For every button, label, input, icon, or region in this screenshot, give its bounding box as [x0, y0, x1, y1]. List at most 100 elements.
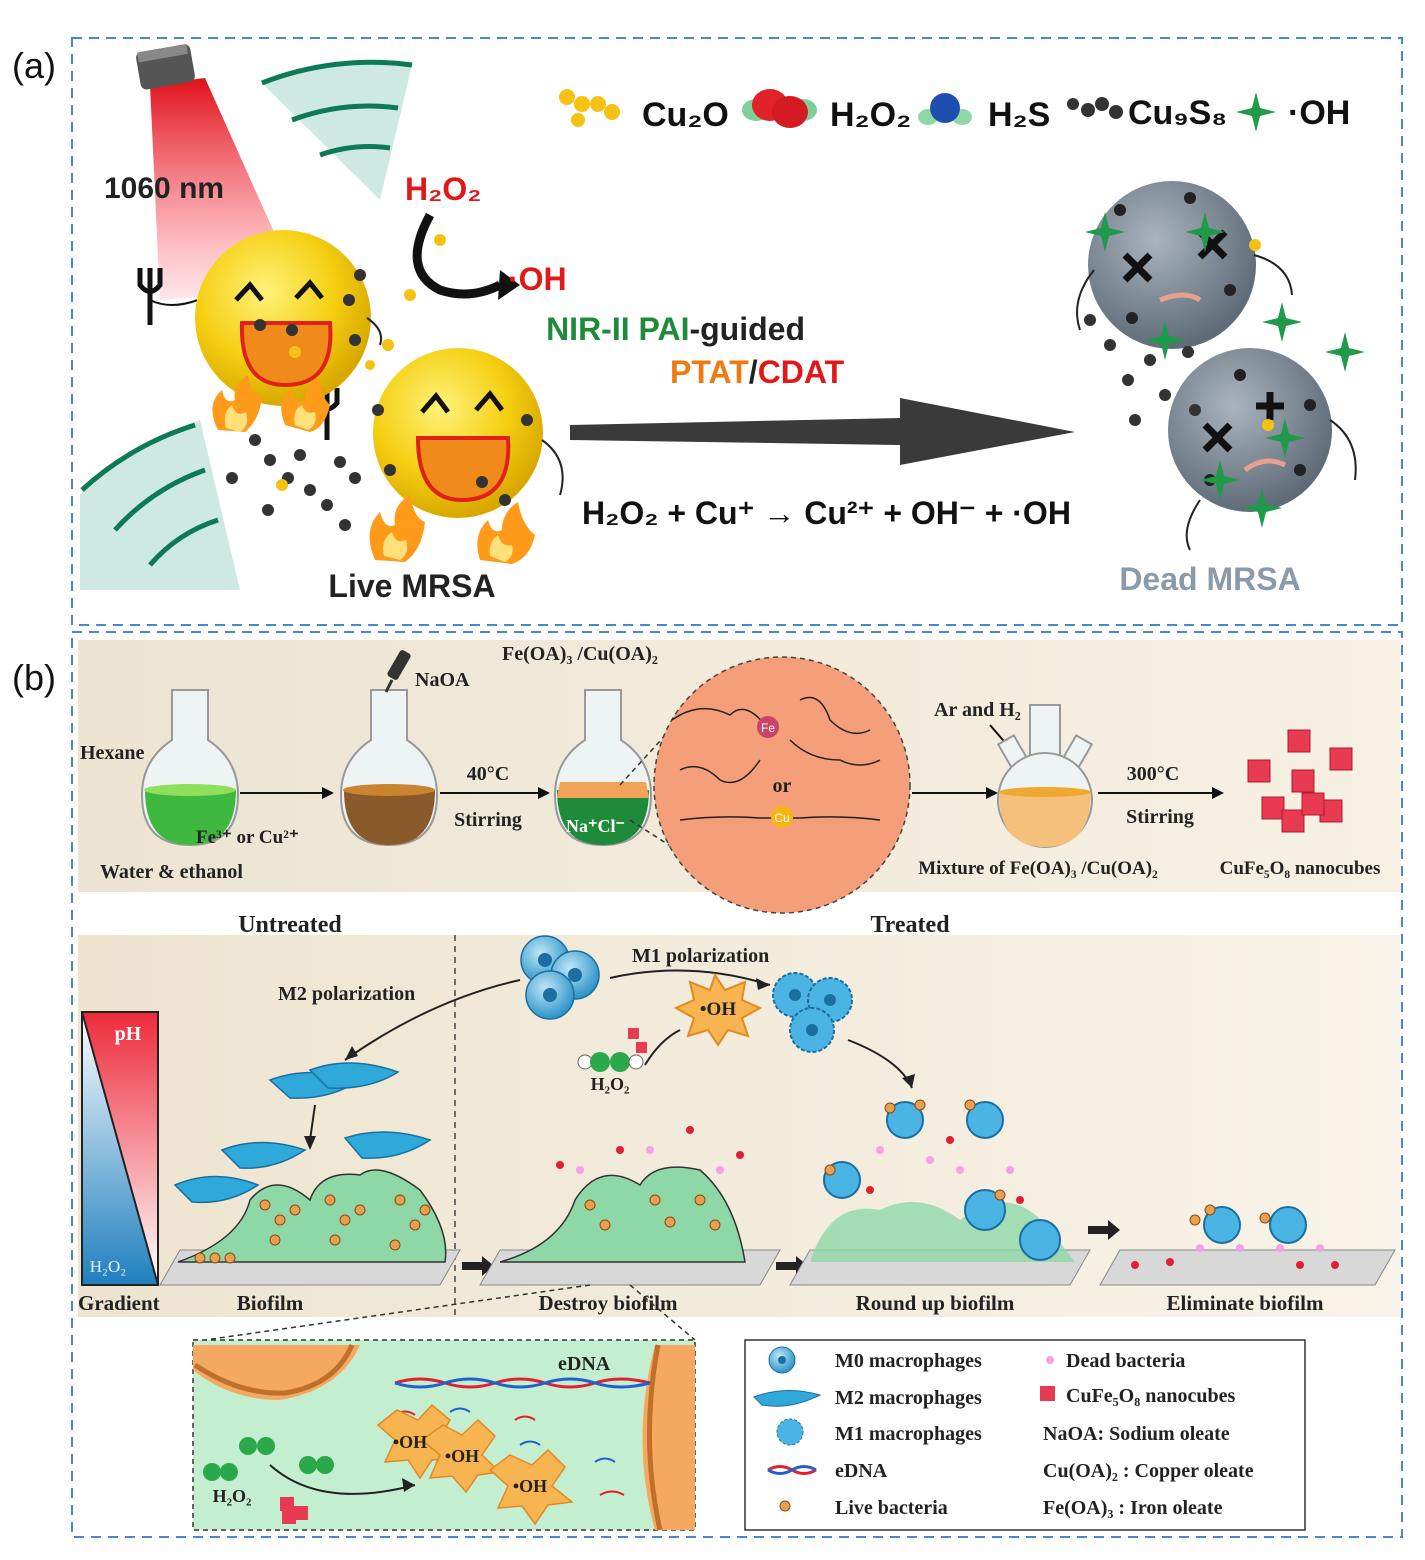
dead-mrsa-bacterium-2 [1168, 348, 1357, 551]
legend-cuoa: Cu(OA)₂ : Copper oleate [1043, 1460, 1254, 1482]
legend-feoa: Fe(OA)₃ : Iron oleate [1043, 1497, 1223, 1519]
m2-macrophages [173, 1062, 432, 1204]
legend-cu2o: Cu₂O [642, 96, 729, 134]
flask-2 [339, 689, 439, 847]
cu2o-icon [559, 89, 620, 127]
h2o2-molecule-icon [577, 1052, 644, 1072]
oh-star-icon [1236, 92, 1276, 132]
fe-cu-oa-label: Fe(OA)₃ /Cu(OA)₂ [502, 643, 658, 665]
hexane-label: Hexane [80, 742, 145, 764]
gradient-label: Gradient [78, 1291, 160, 1315]
edna-inset [192, 1339, 696, 1531]
h2s-icon [918, 93, 972, 125]
live-bacteria-icon [779, 1500, 791, 1512]
guide-slash: / [749, 354, 758, 390]
inset-oh-2: •OH [445, 1446, 479, 1466]
nanocubes-label: CuFe₅O₈ nanocubes [1220, 858, 1381, 879]
destroy-biofilm-label: Destroy biofilm [538, 1291, 678, 1315]
dead-bacteria-icon [1046, 1356, 1054, 1364]
biofilm-untreated [159, 1169, 461, 1286]
inset-oh-3: •OH [513, 1476, 547, 1496]
m1-arrow [609, 969, 771, 986]
m0-macrophage-cluster [520, 935, 600, 1020]
m1-polarization-label: M1 polarization [632, 945, 769, 967]
legend-cube: CuFe₅O₈ nanocubes [1066, 1385, 1235, 1407]
laser-label: 1060 nm [104, 172, 224, 205]
oleate-complex-zoom: Fe or Cu [653, 656, 911, 914]
m1-macrophage-icon [776, 1418, 804, 1446]
nanocube-icon [1040, 1386, 1055, 1401]
dead-mrsa-label: Dead MRSA [1119, 561, 1300, 597]
h2o2-icon [742, 89, 817, 128]
stirring-2: Stirring [1126, 806, 1194, 828]
treated-label: Treated [870, 912, 950, 938]
cu2o-particles [276, 234, 446, 491]
h2o2-gradient-label: H₂O₂ [90, 1257, 126, 1276]
legend-live: Live bacteria [835, 1497, 948, 1519]
dead-mrsa-bacterium-1 [1076, 181, 1293, 349]
dropper-icon [384, 650, 411, 693]
svg-text:NIR-II PAI-guided: NIR-II PAI-guided [546, 311, 805, 347]
live-mrsa-bacterium-2 [372, 348, 564, 518]
biofilm-destroy [479, 1126, 781, 1286]
cu-atom-label: Cu [774, 811, 789, 825]
biofilm-label: Biofilm [237, 1291, 304, 1315]
m2-polarization-label: M2 polarization [278, 983, 415, 1005]
h2o2-label: H₂O₂ [405, 171, 481, 207]
guide-nir-ii-pai: NIR-II PAI [546, 311, 689, 347]
photoacoustic-wave-bottom [80, 420, 240, 590]
legend-h2s: H₂S [988, 96, 1050, 134]
panel-b-legend [744, 1339, 1306, 1531]
process-arrow [570, 398, 1075, 465]
m2-arrow [344, 979, 521, 1061]
oh-burst-label: •OH [700, 999, 736, 1020]
flame-icon [212, 375, 330, 432]
nacl-label: Na⁺Cl⁻ [566, 816, 625, 836]
inset-oh-1: •OH [393, 1432, 427, 1452]
flame-icon [369, 495, 535, 564]
fe-cu-ion-label: Fe³⁺ or Cu²⁺ [196, 827, 299, 848]
ar-h2-label: Ar and H₂ [934, 699, 1021, 721]
svg-text:PTAT/CDAT: PTAT/CDAT [670, 354, 845, 390]
synthesis-scheme: Hexane Water & ethanol Fe³⁺ or Cu²⁺ NaOA… [80, 643, 1381, 914]
legend-h2o2: H₂O₂ [830, 96, 911, 134]
guide-suffix: -guided [689, 311, 805, 347]
live-mrsa-label: Live MRSA [328, 568, 495, 604]
edna-label: eDNA [558, 1353, 611, 1375]
biofilm-roundup [789, 1099, 1091, 1286]
m2-macrophage-icon [753, 1389, 822, 1407]
panel-a-legend: Cu₂O H₂O₂ H₂S Cu₉S₈ ·OH [559, 89, 1350, 134]
guide-cdat: CDAT [758, 354, 845, 390]
panel-a-label: (a) [12, 45, 56, 86]
reaction-equation: H₂O₂ + Cu⁺ → Cu²⁺ + OH⁻ + ·OH [582, 495, 1071, 531]
three-neck-flask [996, 704, 1094, 848]
cu9s8-icon [1067, 97, 1123, 119]
or-label: or [773, 775, 792, 797]
ph-h2o2-gradient [81, 1011, 159, 1286]
cu9s8-particles [226, 434, 361, 531]
photoacoustic-wave-top [261, 59, 413, 200]
legend-dead: Dead bacteria [1066, 1350, 1185, 1372]
stirring-1: Stirring [454, 809, 522, 831]
guide-ptat: PTAT [670, 354, 749, 390]
temp-40c: 40°C [467, 763, 509, 785]
mixture-label: Mixture of Fe(OA)₃ /Cu(OA)₂ [918, 858, 1158, 879]
legend-m0: M0 macrophages [835, 1350, 982, 1372]
fe-atom-label: Fe [761, 721, 775, 735]
conversion-arrow [412, 212, 503, 299]
dead-particles [1084, 314, 1201, 426]
nanocube-cluster [1247, 729, 1353, 833]
ph-label: pH [115, 1023, 142, 1045]
eliminate-biofilm-label: Eliminate biofilm [1167, 1291, 1324, 1315]
flask-3 [553, 689, 653, 847]
legend-m2: M2 macrophages [835, 1387, 982, 1409]
live-mrsa-bacterium-1 [195, 230, 383, 406]
legend-cu9s8: Cu₉S₈ [1128, 94, 1227, 132]
m1-macrophage-cluster [772, 972, 853, 1053]
legend-naoa: NaOA: Sodium oleate [1043, 1423, 1230, 1445]
oh-label: ·OH [508, 261, 567, 297]
naoa-label: NaOA [415, 669, 470, 691]
edna-icon [767, 1465, 817, 1475]
h2o2-molecule-label: H₂O₂ [591, 1074, 630, 1094]
